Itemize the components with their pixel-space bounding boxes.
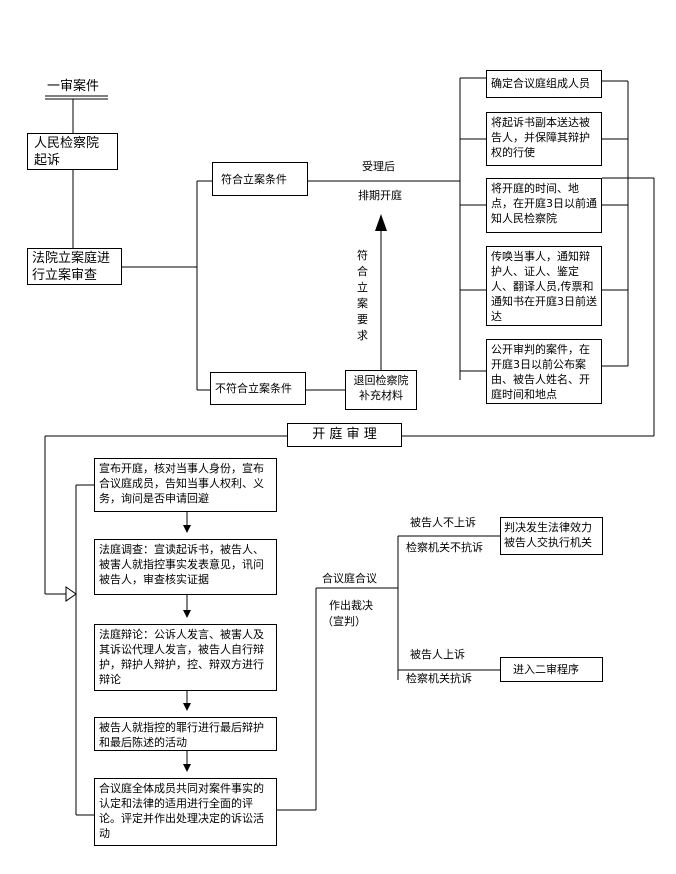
- prep-step-box: 确定合议庭组成人员: [486, 70, 602, 98]
- prep-step-box: 公开审判的案件，在开庭3日以前公布案由、被告人姓名、开庭时间和地点: [486, 339, 602, 404]
- schedule-hearing-label: 排期开庭: [358, 189, 402, 202]
- prep-step-box: 将起诉书副本送达被告人，并保障其辩护权的行使: [486, 112, 602, 166]
- filing-review-box: 法院立案庭进 行立案审查: [27, 248, 122, 285]
- trial-step-box: 被告人就指控的罪行进行最后辩护和最后陈述的活动: [94, 717, 277, 751]
- trial-banner: 开 庭 审 理: [287, 423, 402, 447]
- diagram-title: 一审案件: [47, 79, 100, 94]
- return-supplement-box: 退回检察院 补充材料: [345, 370, 417, 410]
- trial-step-box: 合议庭全体成员共同对案件事实的认定和法律的适用进行全面的评论。评定并作出处理决定…: [94, 778, 277, 846]
- no-appeal-label: 被告人不上诉: [410, 516, 476, 529]
- prosecution-box: 人民检察院 起诉: [27, 133, 118, 170]
- after-acceptance-label: 受理后: [362, 160, 395, 173]
- judgment-effective-box: 判决发生法律效力 被告人交执行机关: [500, 517, 603, 555]
- no-protest-label: 检察机关不抗诉: [406, 541, 483, 554]
- not-meet-conditions-box: 不符合立案条件: [210, 372, 306, 405]
- make-ruling-label: 作出裁决: [329, 599, 373, 612]
- prep-step-box: 传唤当事人，通知辩护人、证人、鉴定人、翻译人员,传票和通知书在开庭3日前送达: [486, 246, 602, 326]
- trial-step-box: 宣布开庭，核对当事人身份，宣布合议庭成员，告知当事人权利、义务，询问是否申请回避: [94, 458, 277, 512]
- meets-conditions-box: 符合立案条件: [212, 162, 308, 196]
- protest-label: 检察机关抗诉: [406, 672, 472, 685]
- pronounce-label: （宣判）: [322, 615, 366, 628]
- prep-step-box: 将开庭的时间、地点，在开庭3日以前通知人民检察院: [486, 178, 602, 233]
- collegial-panel-label: 合议庭合议: [322, 572, 377, 585]
- appeal-label: 被告人上诉: [410, 648, 465, 661]
- trial-step-box: 法庭辩论：公诉人发言、被害人及其诉讼代理人发言，被告人自行辩护，辩护人辩护，控、…: [94, 624, 277, 691]
- meets-filing-requirements-label: 符合立案要求: [357, 249, 368, 342]
- second-instance-box: 进入二审程序: [500, 657, 603, 682]
- trial-step-box: 法庭调查：宣读起诉书，被告人、被害人就指控事实发表意见，讯问被告人，审查核实证据: [94, 539, 277, 595]
